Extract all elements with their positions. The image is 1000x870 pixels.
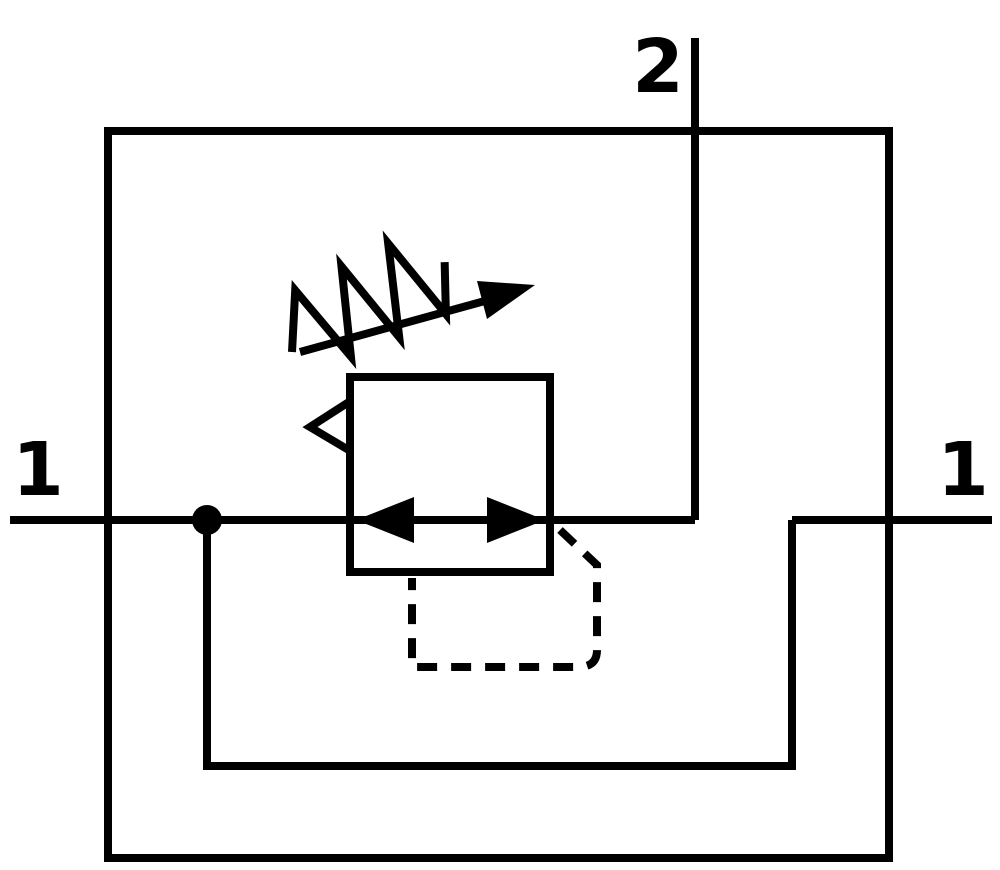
port-labels: 2 1 1 [12,24,989,513]
port-1-left-label: 1 [12,427,64,513]
schematic-lines [10,38,992,862]
port-2-label: 2 [632,24,684,110]
adjustment-spring-icon [288,230,451,369]
regulator-body [346,373,554,576]
port-1-right-label: 1 [937,427,989,513]
flow-arrow-right-icon [487,497,545,543]
spring-arrow-shaft [298,295,494,356]
feedback-line [203,520,796,770]
enclosure-outline [104,127,893,862]
pilot-line-dashed [408,527,601,671]
schematic-solids [192,281,545,543]
flow-arrow-left-icon [356,497,414,543]
junction-dot [192,505,222,535]
vent-arrow-icon [302,396,355,456]
spring-arrow-head-icon [477,281,535,319]
